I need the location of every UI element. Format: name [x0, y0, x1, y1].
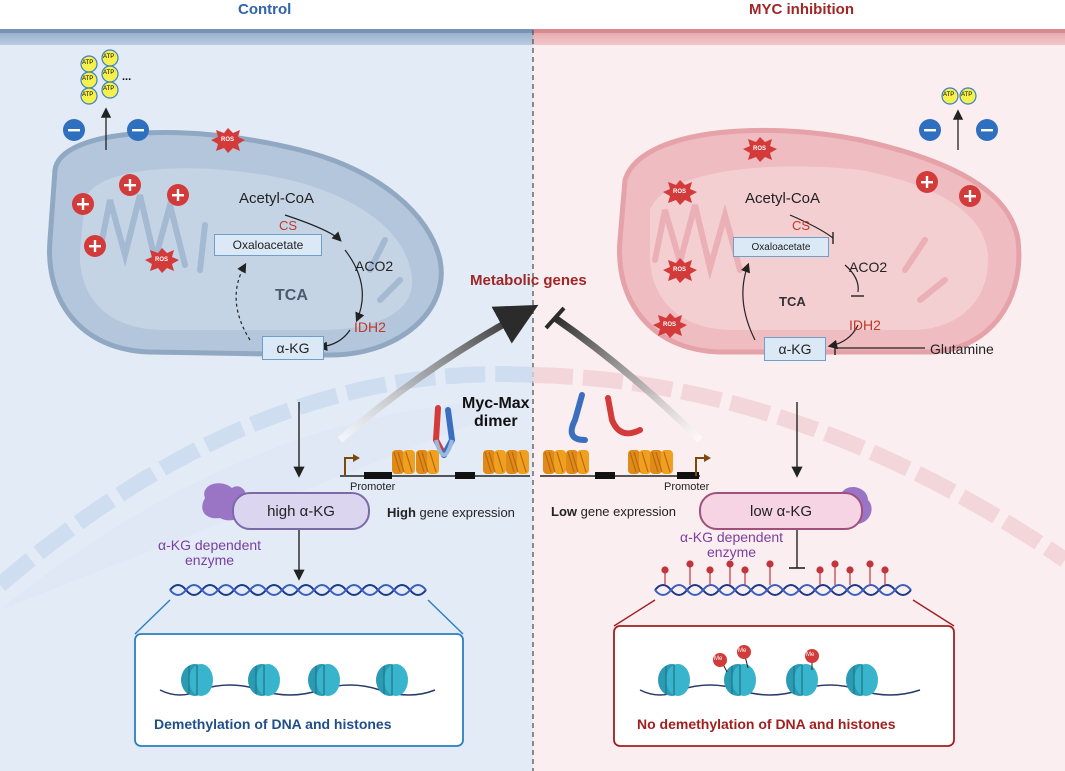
ros-burst	[211, 128, 245, 153]
cs-label: CS	[279, 218, 298, 233]
ros-burst	[663, 180, 697, 205]
enzyme-label: α-KG dependent enzyme	[680, 529, 784, 561]
ros-label: ROS	[663, 322, 677, 328]
cs-label: CS	[792, 218, 811, 233]
outcome-box-myc	[613, 625, 955, 747]
myc-panel-title: MYC inhibition	[749, 1, 854, 18]
nucleus-envelope-right	[532, 367, 1065, 567]
methyl-label: Me	[714, 656, 723, 662]
ros-label: ROS	[673, 189, 687, 195]
atp-ellipsis: ...	[122, 71, 132, 83]
ros-burst	[743, 137, 777, 162]
akg-box: α-KG	[262, 336, 324, 360]
inhibition-arrow	[553, 315, 703, 443]
dna-helix-control	[169, 584, 427, 596]
charges-myc	[916, 119, 998, 207]
charges-control	[63, 119, 189, 257]
atp-label: ATP	[943, 92, 955, 98]
atp-label: ATP	[103, 70, 115, 76]
atp-cluster-control	[80, 49, 119, 105]
promoter-label: Promoter	[350, 481, 396, 493]
control-panel-title: Control	[238, 1, 292, 18]
atp-label: ATP	[82, 60, 94, 66]
low-akg-pill: low α-KG	[699, 492, 863, 530]
ros-burst	[663, 258, 697, 283]
tca-label: TCA	[779, 294, 806, 309]
aco2-label: ACO2	[849, 259, 888, 275]
high-akg-pill: high α-KG	[232, 492, 370, 530]
atp-label: ATP	[103, 54, 115, 60]
enzyme-label: α-KG dependent enzyme	[158, 537, 262, 569]
outcome-myc: No demethylation of DNA and histones	[637, 716, 896, 732]
ros-burst	[145, 248, 179, 273]
promoter-dna-myc	[540, 392, 711, 479]
glutamine-label: Glutamine	[930, 341, 994, 357]
atp-label: ATP	[82, 76, 94, 82]
oxaloacetate-box: Oxaloacetate	[733, 237, 829, 257]
atp-cluster-myc	[941, 87, 977, 105]
promoter-label: Promoter	[664, 481, 710, 493]
outcome-box-control	[134, 633, 464, 747]
akg-box: α-KG	[764, 337, 826, 361]
low-expression-label: Low gene expression	[551, 504, 677, 519]
myc-max-dimer-label: Myc-Max dimer	[462, 395, 530, 431]
metabolic-genes-label: Metabolic genes	[470, 272, 587, 289]
aco2-label: ACO2	[355, 258, 394, 274]
ros-label: ROS	[221, 137, 235, 143]
acetyl-coa-label: Acetyl-CoA	[745, 190, 821, 207]
outcome-control: Demethylation of DNA and histones	[154, 716, 392, 732]
atp-label: ATP	[82, 92, 94, 98]
atp-label: ATP	[961, 92, 973, 98]
atp-label: ATP	[103, 86, 115, 92]
methyl-label: Me	[738, 648, 747, 654]
idh2-label: IDH2	[849, 317, 881, 333]
methyl-label: Me	[806, 652, 815, 658]
inhibition-bar	[544, 306, 566, 330]
promoter-dna-control	[340, 405, 530, 479]
ros-label: ROS	[673, 267, 687, 273]
dna-helix-myc	[654, 560, 912, 596]
high-expression-label: High gene expression	[387, 505, 515, 520]
ros-label: ROS	[753, 146, 767, 152]
tca-label: TCA	[275, 287, 308, 304]
ros-burst	[653, 313, 687, 338]
acetyl-coa-label: Acetyl-CoA	[239, 190, 315, 207]
ros-label: ROS	[155, 257, 169, 263]
idh2-label: IDH2	[354, 319, 386, 335]
nucleus-envelope-left	[0, 366, 534, 592]
activation-arrow	[337, 304, 539, 443]
methyl-marks	[713, 645, 819, 673]
oxaloacetate-box: Oxaloacetate	[214, 234, 322, 256]
